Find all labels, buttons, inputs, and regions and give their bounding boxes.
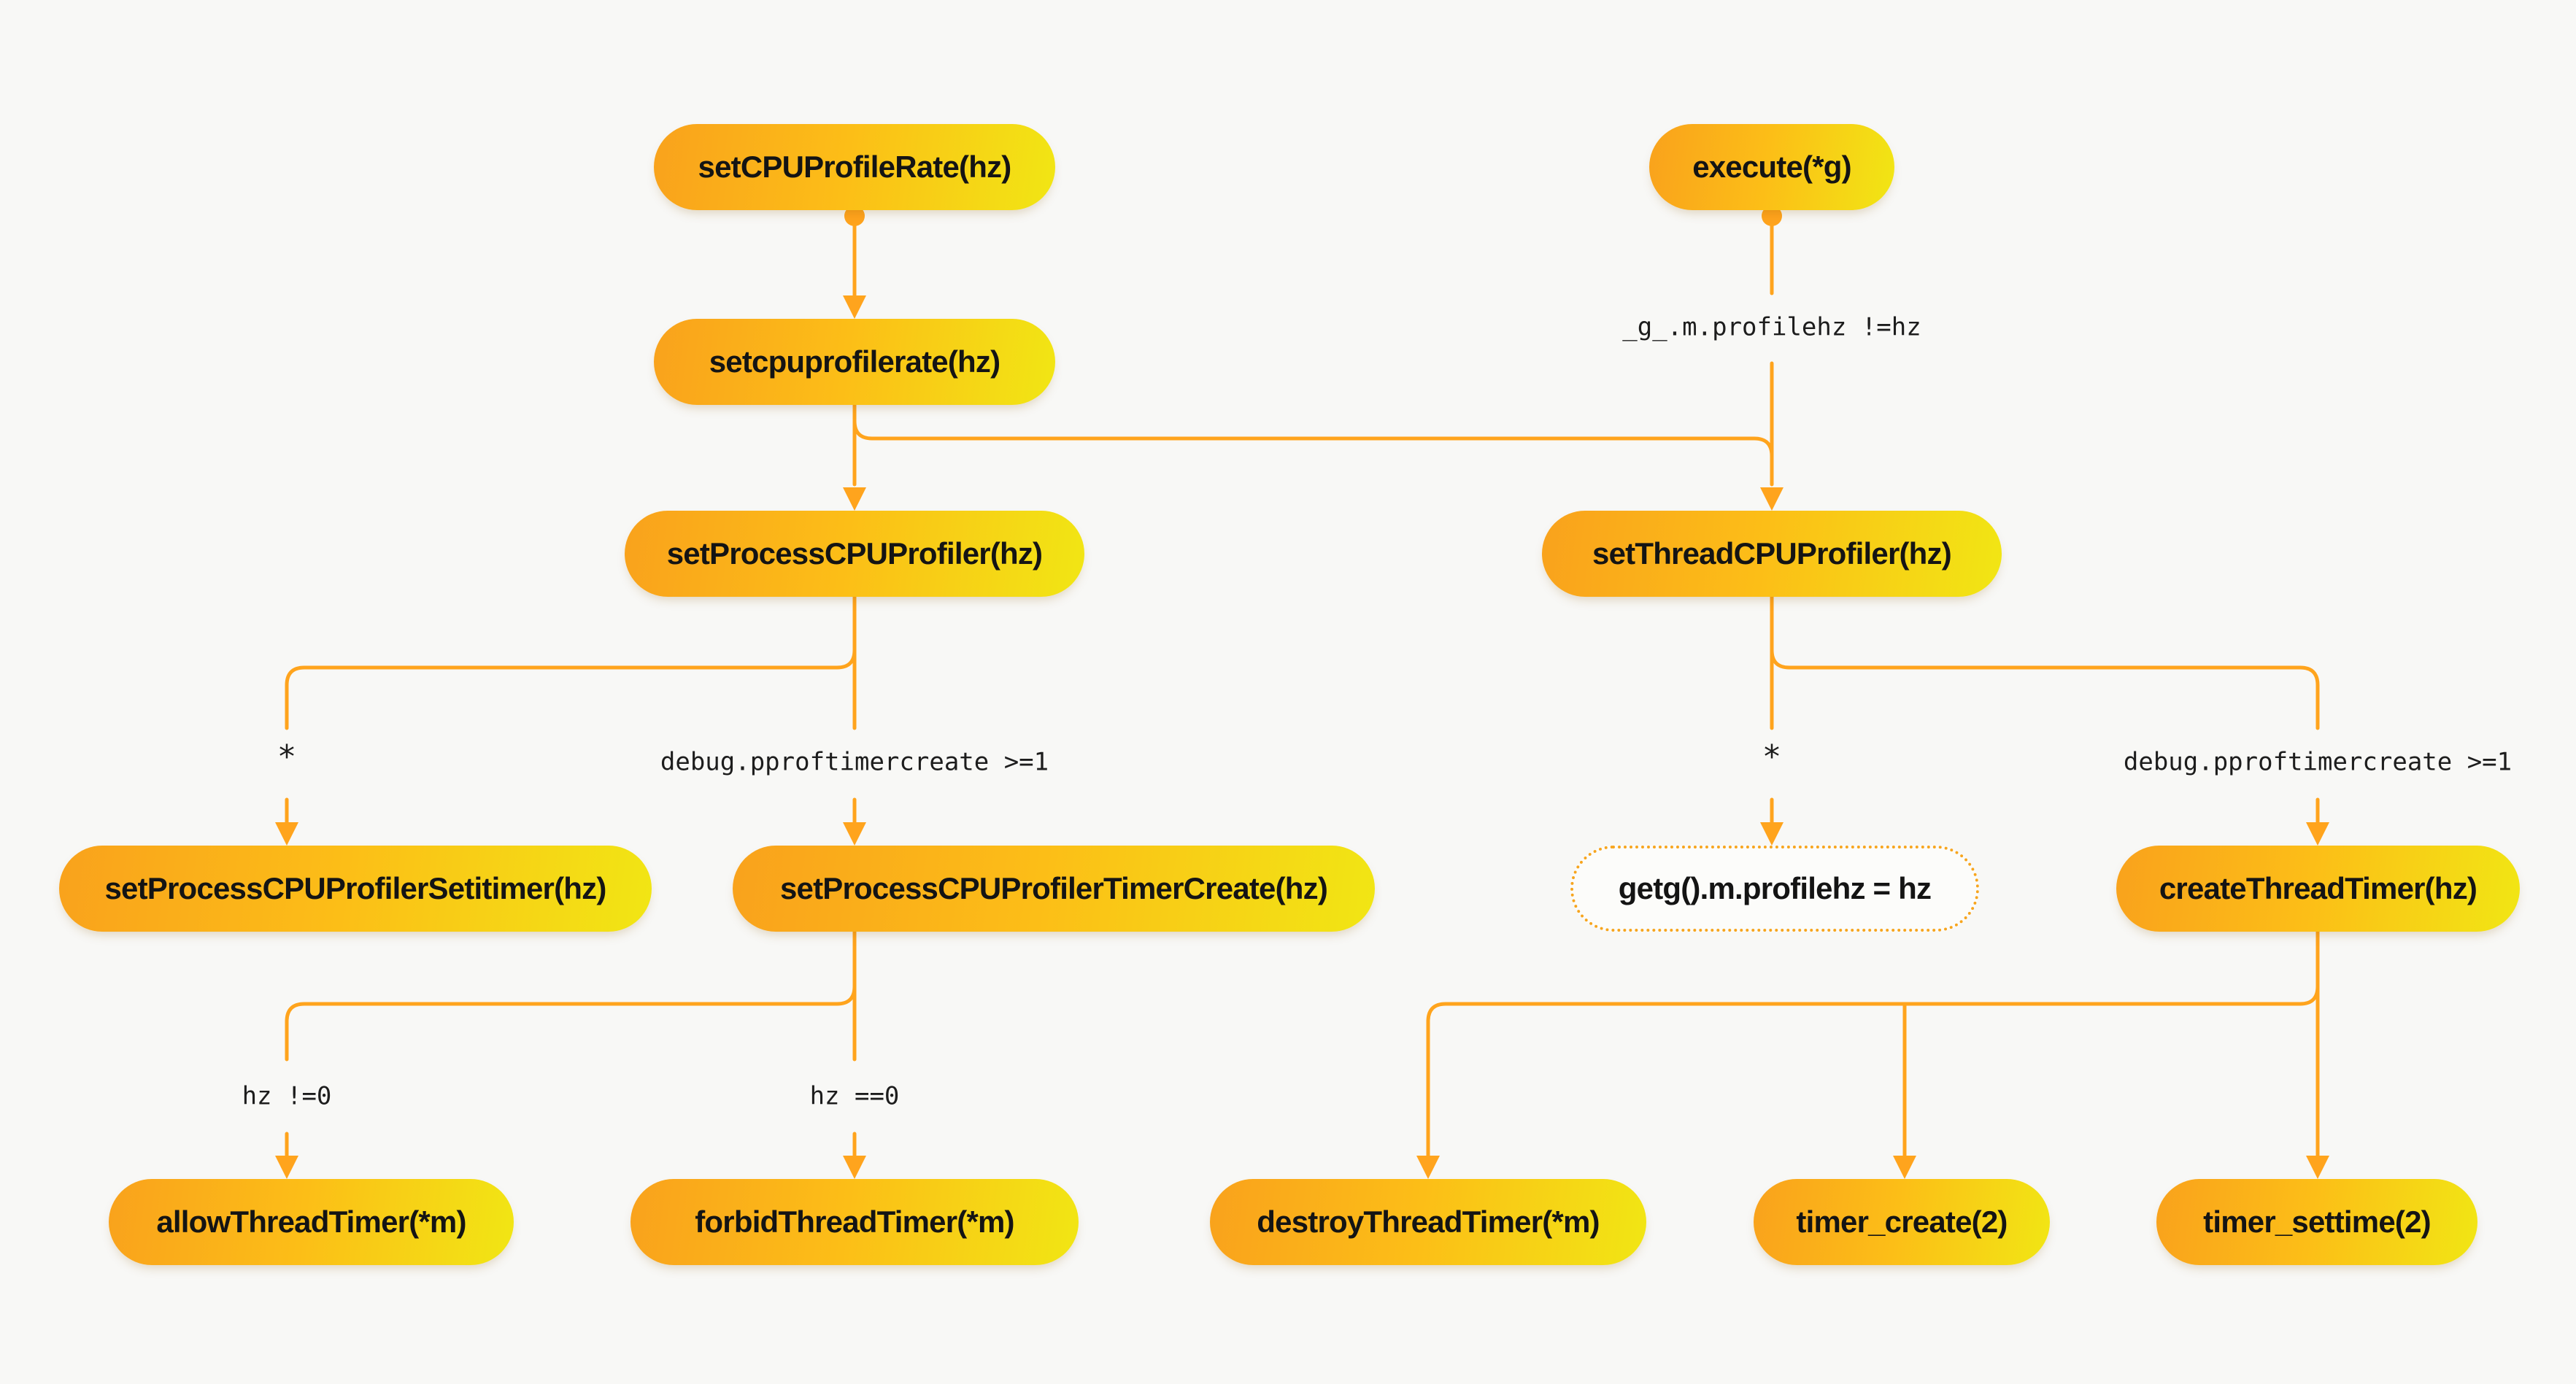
edge-label-process-timercreate: debug.pproftimercreate >=1 (654, 747, 1055, 778)
node-createthreadtimer: createThreadTimer(hz) (2116, 846, 2520, 932)
node-timer-create: timer_create(2) (1754, 1179, 2050, 1265)
node-setcpuprofilerate-exported: setCPUProfileRate(hz) (654, 124, 1055, 210)
edge-start-dot (1762, 206, 1782, 226)
node-setprocesscpuprofiler: setProcessCPUProfiler(hz) (625, 511, 1084, 597)
edge-label-hz-not-zero: hz !=0 (236, 1081, 338, 1112)
arrowhead (843, 1156, 866, 1179)
arrowhead (843, 822, 866, 846)
arrowhead (1893, 1156, 1916, 1179)
node-forbidthreadtimer: forbidThreadTimer(*m) (630, 1179, 1079, 1265)
edge-label-thread-star: * (1756, 738, 1788, 777)
node-timer-settime: timer_settime(2) (2156, 1179, 2477, 1265)
edge-endpoints (275, 206, 2329, 1179)
node-setprocesscpuprofilersetitimer: setProcessCPUProfilerSetitimer(hz) (59, 846, 652, 932)
node-execute: execute(*g) (1649, 124, 1894, 210)
arrowhead (275, 822, 298, 846)
edge-lines (285, 214, 2320, 1158)
node-destroythreadtimer: destroyThreadTimer(*m) (1210, 1179, 1646, 1265)
node-setcpuprofilerate: setcpuprofilerate(hz) (654, 319, 1055, 405)
edge-label-profilehz-condition: _g_.m.profilehz !=hz (1616, 312, 1927, 343)
arrowhead (1416, 1156, 1440, 1179)
node-setprocesscpuprofilertimercreate: setProcessCPUProfilerTimerCreate(hz) (733, 846, 1375, 932)
arrowhead (2306, 822, 2329, 846)
arrowhead (275, 1156, 298, 1179)
arrowhead (843, 487, 866, 511)
node-setthreadcpuprofiler: setThreadCPUProfiler(hz) (1542, 511, 2002, 597)
arrowhead (1760, 487, 1783, 511)
edge-label-process-star: * (271, 738, 303, 777)
edge-label-thread-timercreate: debug.pproftimercreate >=1 (2117, 747, 2518, 778)
arrowhead (843, 295, 866, 319)
node-getg-profilehz: getg().m.profilehz = hz (1570, 846, 1979, 932)
arrowhead (2306, 1156, 2329, 1179)
edge-label-hz-zero: hz ==0 (803, 1081, 906, 1112)
arrowhead (1760, 822, 1783, 846)
node-allowthreadtimer: allowThreadTimer(*m) (109, 1179, 514, 1265)
edge-start-dot (844, 206, 865, 226)
